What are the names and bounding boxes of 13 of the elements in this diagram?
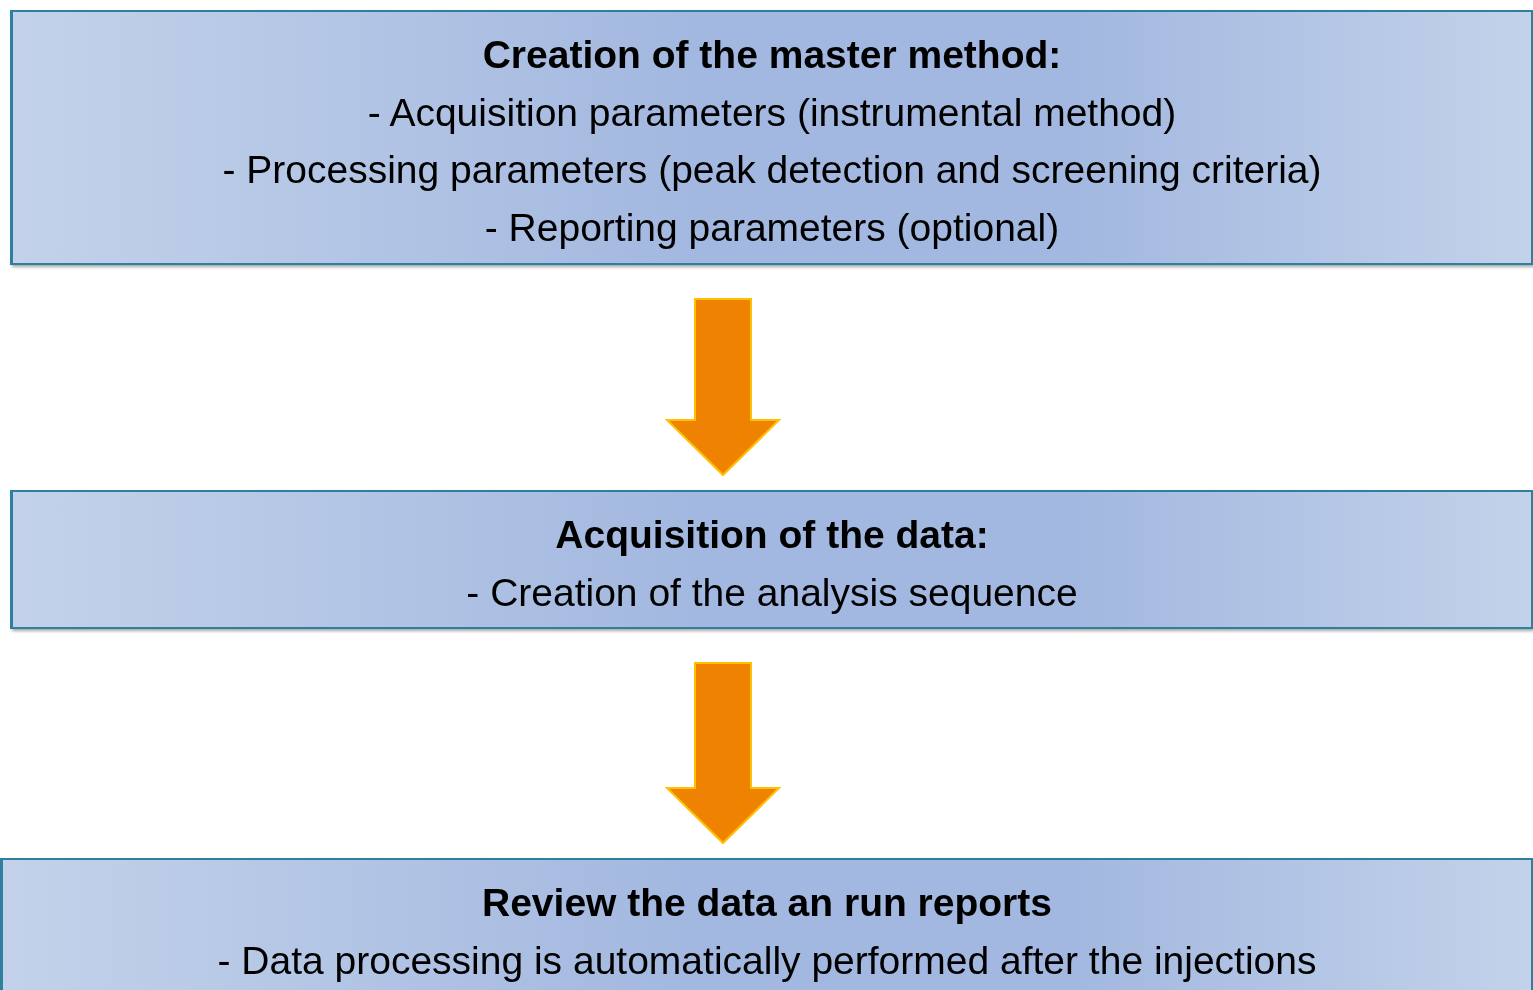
bullet-text: - Reporting parameters (optional) xyxy=(484,204,1060,251)
bullet-text: - Acquisition parameters (instrumental method) xyxy=(367,89,1177,136)
process-box xyxy=(10,490,1533,629)
process-box xyxy=(10,10,1533,265)
process-box xyxy=(0,858,1533,990)
bullet-text: - Creation of the analysis sequence xyxy=(466,569,1078,616)
block-arrow xyxy=(664,662,782,845)
box-heading: Acquisition of the data: xyxy=(555,512,989,558)
box-heading: Creation of the master method: xyxy=(482,32,1062,78)
box-heading: Review the data an run reports xyxy=(482,880,1052,926)
block-arrow xyxy=(664,298,782,477)
bullet-text: - Processing parameters (peak detection and screening criteria) xyxy=(222,147,1322,193)
bullet-text: - Data processing is automatically performed after the injections xyxy=(217,937,1317,984)
